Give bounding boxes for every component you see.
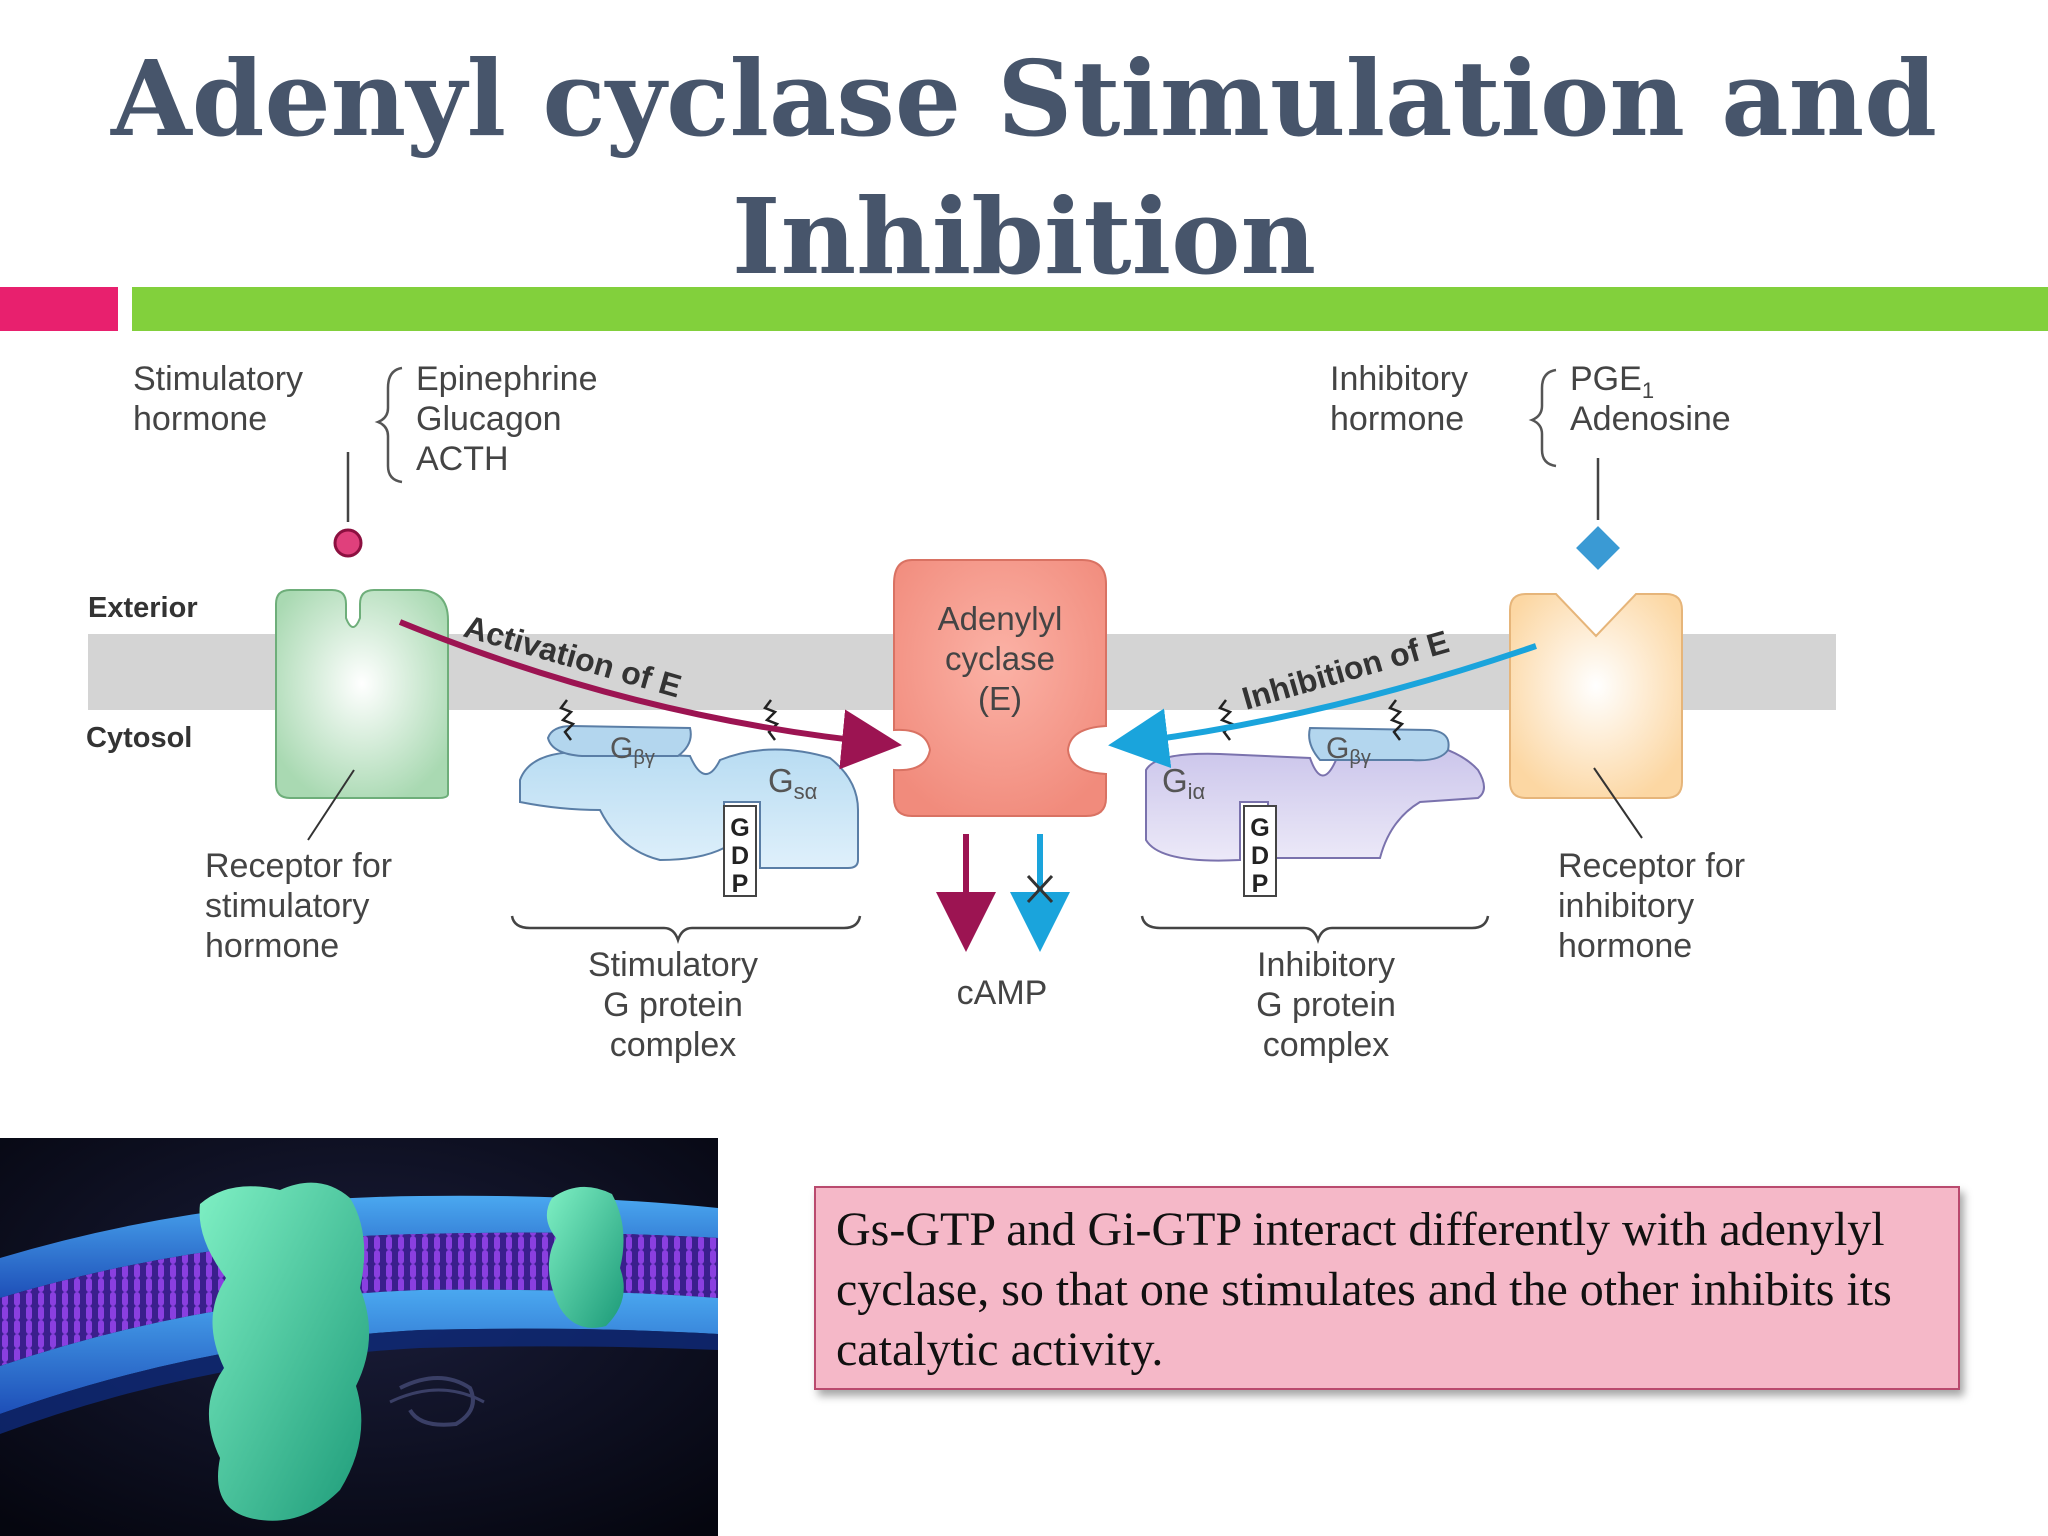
- stimulatory-g-protein-complex: [519, 748, 859, 869]
- stimulatory-receptor: [275, 589, 449, 799]
- svg-text:Receptor for: Receptor for: [205, 847, 392, 885]
- stimulatory-receptor-label: Receptor for stimulatory hormone: [205, 847, 392, 965]
- svg-text:hormone: hormone: [1330, 400, 1464, 438]
- pink-accent-bar: [0, 287, 118, 331]
- svg-text:G: G: [730, 814, 749, 842]
- g-i-alpha-label: Giα: [1162, 762, 1206, 804]
- stimulatory-hormone-label: Stimulatory hormone: [133, 360, 303, 438]
- svg-text:D: D: [1251, 842, 1269, 870]
- svg-text:Stimulatory: Stimulatory: [133, 360, 303, 398]
- svg-text:PGE1: PGE1: [1570, 360, 1654, 403]
- g-s-alpha-label: Gsα: [768, 762, 818, 804]
- inhibitory-brace: [1528, 368, 1557, 468]
- svg-text:stimulatory: stimulatory: [205, 887, 369, 925]
- adenylyl-cyclase-label: Adenylyl cyclase (E): [938, 600, 1063, 717]
- inhibitory-g-beta-gamma-label: Gβγ: [1326, 732, 1371, 769]
- svg-text:G protein: G protein: [603, 986, 743, 1024]
- stimulatory-hormone-list: Epinephrine Glucagon ACTH: [416, 360, 597, 478]
- inhibitory-hormone-label: Inhibitory hormone: [1330, 360, 1468, 438]
- block-x-icon: [1026, 874, 1054, 904]
- svg-text:hormone: hormone: [205, 927, 339, 965]
- stimulatory-gdp-box: [723, 805, 757, 897]
- svg-text:P: P: [1252, 870, 1269, 898]
- stimulatory-g-beta-gamma: [546, 724, 692, 757]
- svg-text:complex: complex: [1263, 1026, 1390, 1064]
- stimulatory-lipid-anchor-2: [763, 699, 780, 741]
- inhibitory-g-protein-complex: [1145, 739, 1485, 862]
- stimulatory-g-beta-gamma-label: Gβγ: [610, 732, 655, 769]
- stimulatory-hormone-circle-icon: [333, 528, 363, 558]
- inhibitory-lipid-anchor-1: [1218, 699, 1235, 741]
- svg-text:complex: complex: [610, 1026, 737, 1064]
- stimulatory-complex-brace: [510, 915, 862, 944]
- explanation-caption: Gs-GTP and Gi-GTP interact differently w…: [814, 1186, 1960, 1390]
- inhibitory-complex-brace: [1140, 915, 1490, 944]
- svg-text:ACTH: ACTH: [416, 440, 509, 478]
- exterior-label: Exterior: [88, 592, 198, 624]
- svg-text:D: D: [731, 842, 749, 870]
- stimulatory-brace: [374, 366, 403, 484]
- svg-text:Epinephrine: Epinephrine: [416, 360, 597, 398]
- svg-text:Inhibitory: Inhibitory: [1257, 946, 1395, 984]
- inhibitory-hormone-list: PGE1 Adenosine: [1570, 360, 1731, 438]
- cytosol-label: Cytosol: [86, 722, 192, 754]
- adenylyl-cyclase-enzyme: [893, 559, 1107, 817]
- inhibitory-complex-label: Inhibitory G protein complex: [1256, 946, 1396, 1064]
- svg-text:Glucagon: Glucagon: [416, 400, 562, 438]
- svg-text:Receptor for: Receptor for: [1558, 847, 1745, 885]
- inhibitory-lipid-anchor-2: [1388, 699, 1405, 741]
- inhibitory-receptor: [1509, 593, 1683, 799]
- adenylyl-cyclase-diagram: Exterior Cytosol Stimulatory hormone Epi…: [86, 360, 1836, 1064]
- svg-text:inhibitory: inhibitory: [1558, 887, 1694, 925]
- svg-text:G protein: G protein: [1256, 986, 1396, 1024]
- inhibitory-gdp-box: [1243, 805, 1277, 897]
- membrane-protein-photo: [0, 1138, 718, 1536]
- svg-text:cyclase: cyclase: [945, 640, 1055, 677]
- svg-text:Adenylyl: Adenylyl: [938, 600, 1063, 637]
- svg-text:Stimulatory: Stimulatory: [588, 946, 758, 984]
- svg-text:Adenosine: Adenosine: [1570, 400, 1731, 438]
- inhibitory-gdp-label: G D P: [1250, 814, 1269, 898]
- inhibitory-hormone-diamond-icon: [1571, 521, 1625, 575]
- svg-text:P: P: [732, 870, 749, 898]
- camp-label: cAMP: [957, 974, 1048, 1012]
- svg-text:G: G: [1250, 814, 1269, 842]
- green-accent-bar: [132, 287, 2048, 331]
- stimulatory-complex-label: Stimulatory G protein complex: [588, 946, 758, 1064]
- svg-text:hormone: hormone: [1558, 927, 1692, 965]
- inhibitory-g-beta-gamma: [1308, 726, 1450, 762]
- title-line-2: Inhibition: [731, 175, 1317, 298]
- svg-text:hormone: hormone: [133, 400, 267, 438]
- slide-title: Adenyl cyclase Stimulation and Inhibitio…: [0, 30, 2048, 306]
- stimulatory-lipid-anchor-1: [559, 699, 576, 741]
- inhibition-arrow: [1108, 643, 1537, 769]
- stimulatory-gdp-label: G D P: [730, 814, 749, 898]
- activation-arrow: [398, 619, 902, 770]
- title-line-1: Adenyl cyclase Stimulation and: [111, 37, 1937, 160]
- svg-text:(E): (E): [978, 680, 1022, 717]
- svg-text:Inhibitory: Inhibitory: [1330, 360, 1468, 398]
- inhibitory-receptor-label: Receptor for inhibitory hormone: [1558, 847, 1745, 965]
